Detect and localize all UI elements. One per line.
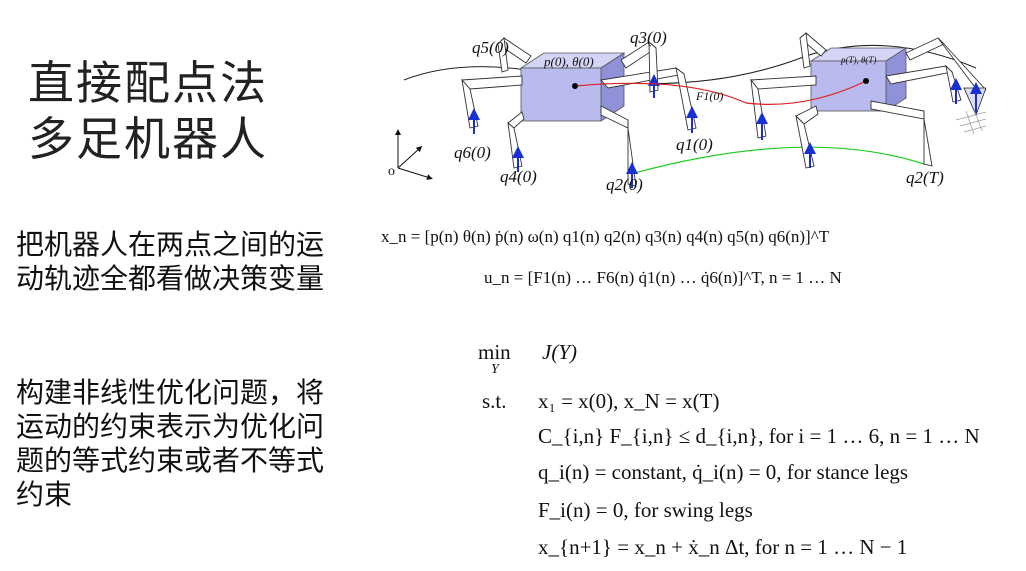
label-q2-0: q2(0): [606, 175, 643, 194]
decision-variable-text: 把机器人在两点之间的运 动轨迹全都看做决策变量: [16, 228, 324, 296]
label-q1-0: q1(0): [676, 135, 713, 154]
constraint-swing: F_i(n) = 0, for swing legs: [538, 498, 753, 522]
desc2-line-1: 构建非线性优化问题，将: [16, 376, 325, 409]
robot-diagram: q5(0) q3(0) q6(0) q4(0) q2(0) q1(0) q2(T…: [388, 28, 986, 194]
desc1-line-2: 动轨迹全都看做决策变量: [16, 262, 325, 295]
desc2-line-2: 运动的约束表示为优化问: [16, 410, 325, 443]
friction-cone-icon: [955, 82, 986, 135]
force-arrows: [468, 74, 962, 188]
control-vector-equation: u_n = [F1(n) … F6(n) q̇1(n) … q̇6(n)]^T,…: [484, 268, 842, 287]
desc2-line-3: 题的等式约束或者不等式: [16, 444, 325, 477]
opt-objective: J(Y): [542, 340, 577, 364]
constraint-friction: C_{i,n} F_{i,n} ≤ d_{i,n}, for i = 1 … 6…: [538, 424, 980, 448]
swing-trajectory: [630, 146, 925, 175]
opt-min: min: [478, 340, 511, 364]
legs-end: [750, 32, 986, 169]
slide-title: 直接配点法 多足机器人: [28, 55, 268, 167]
ground-curve: [403, 44, 977, 85]
opt-min-variable: Y: [491, 362, 499, 377]
title-line-1: 直接配点法: [28, 56, 268, 110]
coordinate-axes: [395, 129, 433, 180]
label-q4-0: q4(0): [500, 167, 537, 186]
label-p-theta-T: p(T), θ(T): [840, 55, 876, 65]
label-p-theta-0: p(0), θ(0): [543, 54, 594, 69]
body-point-start: [572, 83, 578, 89]
label-q2-T: q2(T): [906, 168, 944, 187]
robot-body-start: [519, 52, 626, 122]
body-trajectory: [574, 80, 867, 105]
constraint-dynamics: x_{n+1} = x_n + ẋ_n Δt, for n = 1 … N − …: [538, 535, 908, 559]
label-q3-0: q3(0): [630, 28, 667, 47]
label-q6-0: q6(0): [454, 143, 491, 162]
legs-start: [461, 37, 697, 187]
state-vector-equation: x_n = [p(n) θ(n) ṗ(n) ω(n) q1(n) q2(n) q…: [381, 227, 830, 246]
constraint-boundary: x₁ = x(0), x_N = x(T): [538, 389, 720, 413]
optimization-text: 构建非线性优化问题，将 运动的约束表示为优化问 题的等式约束或者不等式 约束: [16, 376, 324, 512]
desc1-line-1: 把机器人在两点之间的运: [16, 228, 325, 261]
label-q5-0: q5(0): [472, 38, 509, 57]
label-origin: o: [388, 164, 395, 179]
body-point-end: [863, 78, 869, 84]
opt-subject-to: s.t.: [482, 389, 507, 413]
desc2-line-4: 约束: [16, 478, 73, 511]
constraint-stance: q_i(n) = constant, q̇_i(n) = 0, for stan…: [538, 460, 909, 484]
title-line-2: 多足机器人: [28, 112, 268, 166]
label-f1-0: F1(0): [695, 89, 723, 103]
